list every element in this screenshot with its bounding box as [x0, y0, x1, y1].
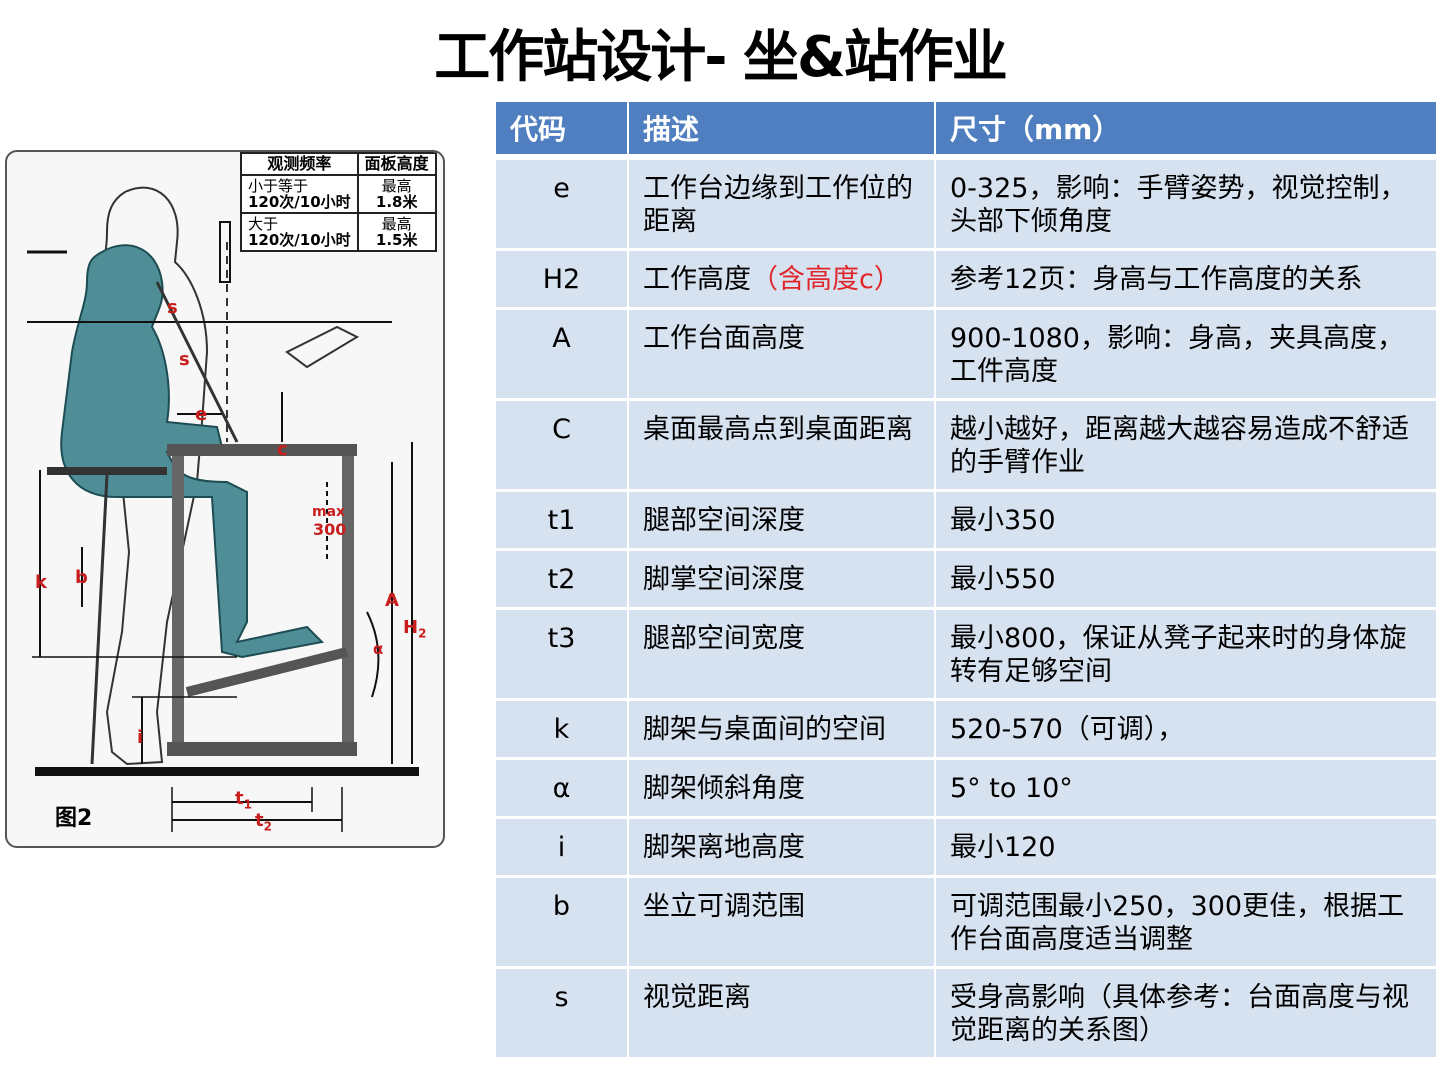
desc-cell: 桌面最高点到桌面距离: [629, 401, 936, 492]
table-row: H2 工作高度（含高度c） 参考12页：身高与工作高度的关系: [496, 251, 1438, 310]
code-cell: b: [496, 878, 629, 969]
code-cell: e: [496, 160, 629, 251]
table-row: t2 脚掌空间深度 最小550: [496, 551, 1438, 610]
desc-cell: 脚架与桌面间的空间: [629, 701, 936, 760]
table-row: t1 腿部空间深度 最小350: [496, 492, 1438, 551]
size-cell: 5° to 10°: [936, 760, 1438, 819]
code-cell: k: [496, 701, 629, 760]
height-cell: 1.5米: [375, 231, 418, 249]
page-title: 工作站设计- 坐&站作业: [434, 25, 1008, 90]
desc-cell: 坐立可调范围: [629, 878, 936, 969]
freq-cell: 小于等于: [248, 177, 309, 195]
table-row: i 脚架离地高度 最小120: [496, 819, 1438, 878]
label-alpha: α: [373, 640, 384, 658]
table-row: C 桌面最高点到桌面距离 越小越好，距离越大越容易造成不舒适的手臂作业: [496, 401, 1438, 492]
height-cell: 1.8米: [375, 193, 418, 211]
freq-cell: 120次/10小时: [248, 231, 351, 249]
code-cell: C: [496, 401, 629, 492]
size-cell: 越小越好，距离越大越容易造成不舒适的手臂作业: [936, 401, 1438, 492]
code-cell: H2: [496, 251, 629, 310]
desc-cell: 腿部空间宽度: [629, 610, 936, 701]
label-c: c: [277, 439, 288, 460]
size-cell: 参考12页：身高与工作高度的关系: [936, 251, 1438, 310]
desc-highlight: （含高度c）: [751, 264, 901, 295]
desc-cell: 脚掌空间深度: [629, 551, 936, 610]
code-cell: α: [496, 760, 629, 819]
size-cell: 0-325，影响：手臂姿势，视觉控制，头部下倾角度: [936, 160, 1438, 251]
label-300: 300: [313, 520, 347, 539]
code-cell: A: [496, 310, 629, 401]
header-code: 代码: [496, 102, 629, 160]
desc-cell: 脚架倾斜角度: [629, 760, 936, 819]
size-cell: 520-570（可调），: [936, 701, 1438, 760]
freq-cell: 大于: [248, 215, 279, 233]
desc-cell: 视觉距离: [629, 969, 936, 1060]
workstation-illustration: [27, 186, 419, 832]
label-k: k: [35, 572, 47, 593]
table-row: e 工作台边缘到工作位的距离 0-325，影响：手臂姿势，视觉控制，头部下倾角度: [496, 160, 1438, 251]
code-cell: t1: [496, 492, 629, 551]
table-row: α 脚架倾斜角度 5° to 10°: [496, 760, 1438, 819]
table-row: A 工作台面高度 900-1080，影响：身高，夹具高度，工件高度: [496, 310, 1438, 401]
table-row: b 坐立可调范围 可调范围最小250，300更佳，根据工作台面高度适当调整: [496, 878, 1438, 969]
code-cell: t3: [496, 610, 629, 701]
header-desc: 描述: [629, 102, 936, 160]
size-cell: 可调范围最小250，300更佳，根据工作台面高度适当调整: [936, 878, 1438, 969]
freq-header: 观测频率: [240, 152, 359, 176]
figure-caption: 图2: [55, 806, 93, 831]
size-cell: 最小550: [936, 551, 1438, 610]
code-cell: s: [496, 969, 629, 1060]
size-cell: 最小350: [936, 492, 1438, 551]
label-t2: t2: [255, 810, 272, 834]
size-cell: 900-1080，影响：身高，夹具高度，工件高度: [936, 310, 1438, 401]
label-h2: H2: [403, 617, 427, 641]
height-cell: 最高: [381, 177, 412, 195]
label-max: max: [312, 504, 346, 520]
header-size: 尺寸（mm）: [936, 102, 1438, 160]
desc-cell: 工作高度（含高度c）: [629, 251, 936, 310]
desc-cell: 脚架离地高度: [629, 819, 936, 878]
code-cell: i: [496, 819, 629, 878]
label-i: i: [137, 727, 144, 748]
table-row: s 视觉距离 受身高影响（具体参考：台面高度与视觉距离的关系图）: [496, 969, 1438, 1060]
code-cell: t2: [496, 551, 629, 610]
size-cell: 最小800，保证从凳子起来时的身体旋转有足够空间: [936, 610, 1438, 701]
height-header: 面板高度: [356, 152, 437, 176]
desc-cell: 腿部空间深度: [629, 492, 936, 551]
label-b: b: [75, 567, 88, 588]
desc-cell: 工作台边缘到工作位的距离: [629, 160, 936, 251]
table-row: t3 腿部空间宽度 最小800，保证从凳子起来时的身体旋转有足够空间: [496, 610, 1438, 701]
label-s: s: [167, 297, 178, 318]
height-cell: 最高: [381, 215, 412, 233]
freq-cell: 120次/10小时: [248, 193, 351, 211]
table-row: k 脚架与桌面间的空间 520-570（可调），: [496, 701, 1438, 760]
label-a: A: [385, 590, 399, 611]
size-cell: 最小120: [936, 819, 1438, 878]
label-t1: t1: [235, 788, 252, 812]
desc-cell: 工作台面高度: [629, 310, 936, 401]
label-s: s: [179, 349, 190, 370]
label-e: e: [195, 404, 208, 425]
size-cell: 受身高影响（具体参考：台面高度与视觉距离的关系图）: [936, 969, 1438, 1060]
spec-table: 代码 描述 尺寸（mm） e 工作台边缘到工作位的距离 0-325，影响：手臂姿…: [496, 102, 1438, 1060]
